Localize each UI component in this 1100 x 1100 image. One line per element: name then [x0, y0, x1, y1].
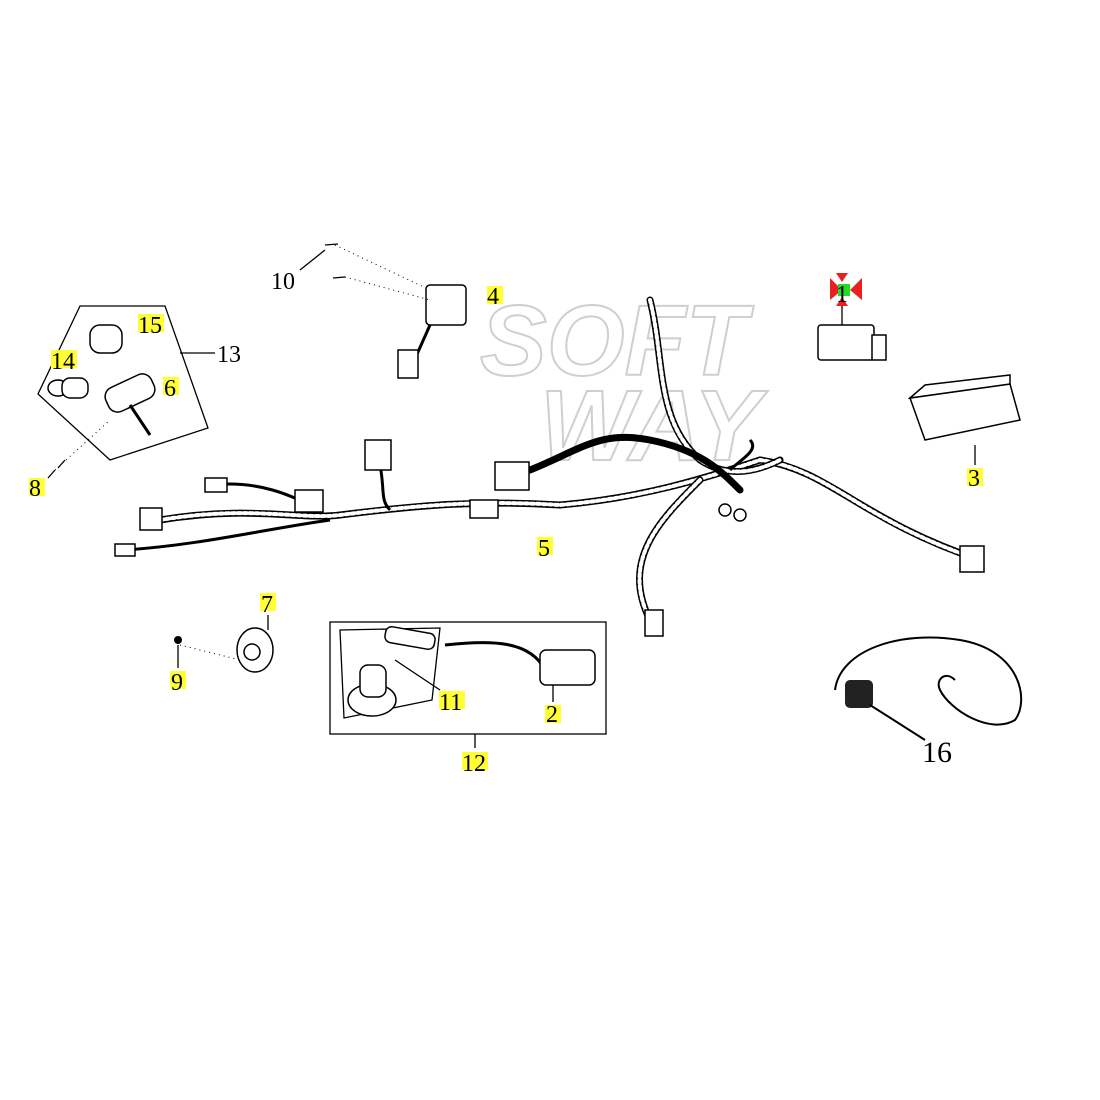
callout-14[interactable]: 14 — [51, 349, 77, 375]
assembly-13-outline — [37, 305, 209, 461]
callout-6[interactable]: 6 — [163, 376, 179, 402]
svg-text:1: 1 — [836, 282, 848, 308]
svg-text:11: 11 — [439, 690, 462, 716]
watermark-line-2: WAY — [540, 370, 769, 482]
svg-text:16: 16 — [922, 736, 952, 769]
bulb-small[interactable] — [89, 324, 123, 354]
screw-8[interactable] — [47, 419, 111, 479]
callout-16[interactable]: 16 — [922, 736, 952, 769]
watermark-line-1: SOFT — [480, 285, 755, 397]
callout-labels: 1 2 3 4 5 6 7 8 9 10 11 12 13 14 15 16 — [29, 269, 983, 777]
svg-text:7: 7 — [261, 592, 273, 618]
battery[interactable] — [907, 374, 1021, 465]
regulator[interactable] — [834, 636, 1023, 741]
callout-9[interactable]: 9 — [170, 670, 186, 696]
callout-2[interactable]: 2 — [545, 702, 561, 728]
callout-5[interactable]: 5 — [537, 536, 553, 562]
svg-text:4: 4 — [487, 284, 499, 310]
plug-cap[interactable] — [347, 625, 441, 717]
watermark: SOFT WAY — [479, 284, 770, 483]
svg-text:13: 13 — [217, 342, 241, 368]
svg-text:12: 12 — [462, 751, 486, 777]
callout-1[interactable]: 1 — [836, 282, 848, 308]
callout-8[interactable]: 8 — [29, 476, 45, 502]
callout-15[interactable]: 15 — [138, 313, 164, 339]
callout-10[interactable]: 10 — [271, 269, 295, 295]
bulb[interactable] — [47, 377, 89, 399]
socket[interactable] — [102, 371, 158, 436]
svg-text:14: 14 — [51, 349, 75, 375]
svg-text:15: 15 — [138, 313, 162, 339]
svg-text:10: 10 — [271, 269, 295, 295]
callout-4[interactable]: 4 — [487, 284, 503, 310]
callout-3[interactable]: 3 — [967, 466, 983, 492]
relay[interactable] — [299, 243, 467, 379]
callout-11[interactable]: 11 — [439, 690, 465, 716]
svg-text:6: 6 — [164, 376, 176, 402]
selection-marker-icon — [830, 273, 862, 306]
callout-13[interactable]: 13 — [217, 342, 241, 368]
svg-text:3: 3 — [968, 466, 980, 492]
callout-7[interactable]: 7 — [260, 592, 276, 618]
bolt[interactable] — [174, 636, 241, 668]
callout-12[interactable]: 12 — [462, 751, 488, 777]
svg-text:8: 8 — [29, 476, 41, 502]
ignition-coil[interactable] — [444, 641, 596, 702]
wire-harness[interactable] — [114, 296, 985, 637]
horn[interactable] — [236, 615, 274, 673]
svg-text:2: 2 — [546, 702, 558, 728]
svg-text:5: 5 — [538, 536, 550, 562]
assembly-12-box — [329, 621, 607, 735]
cdi-unit[interactable] — [817, 300, 887, 361]
svg-text:9: 9 — [171, 670, 183, 696]
